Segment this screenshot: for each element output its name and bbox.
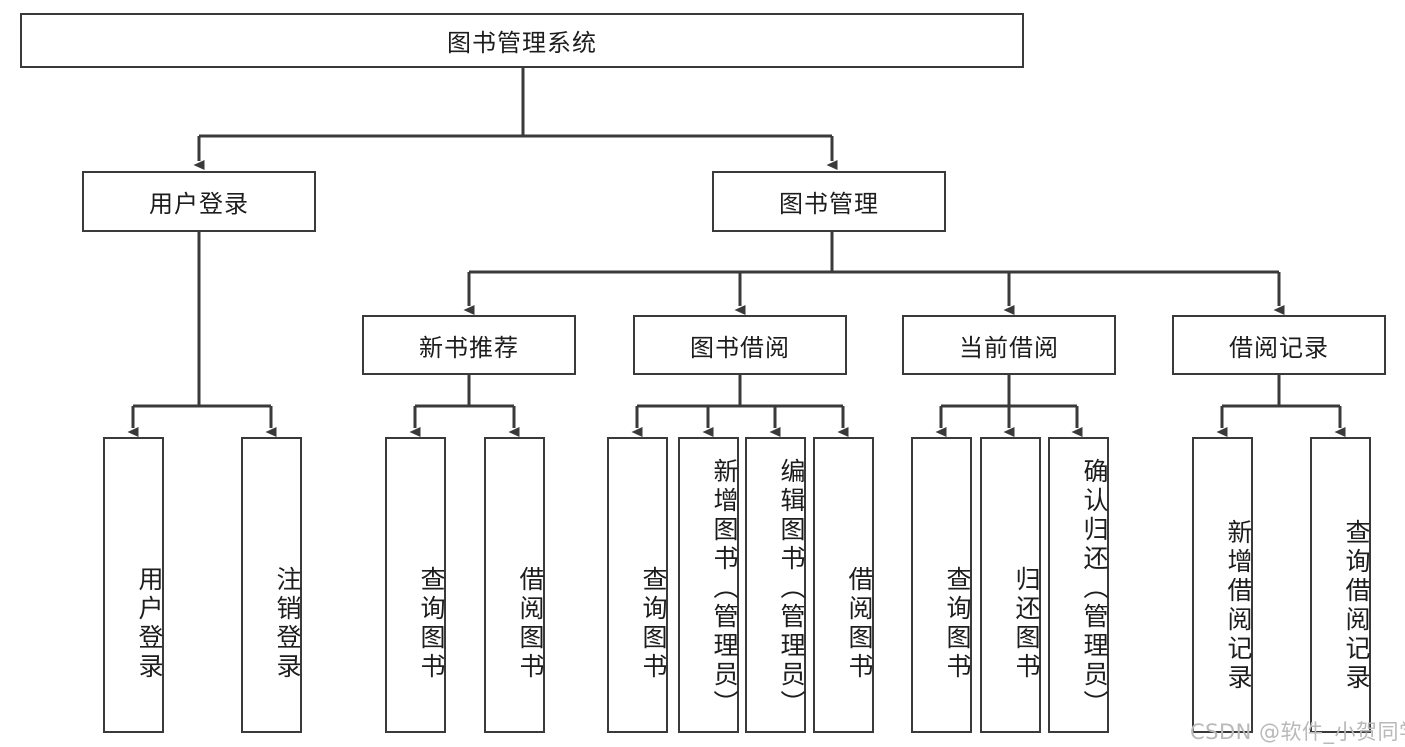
- leaf-confirm-return-admin[interactable]: 确认归还（管理员）: [1048, 437, 1109, 733]
- node-label: 借阅图书: [516, 566, 545, 682]
- node-label: 借阅图书: [845, 566, 874, 682]
- leaf-user-logout[interactable]: 注销登录: [241, 437, 302, 733]
- node-book-borrow[interactable]: 图书借阅: [633, 315, 847, 375]
- node-label: 查询图书: [639, 566, 668, 682]
- node-label: 图书管理系统: [447, 29, 597, 57]
- leaf-query-book-borrow[interactable]: 查询图书: [607, 437, 668, 733]
- node-new-book-recommend[interactable]: 新书推荐: [362, 315, 576, 375]
- leaf-user-login[interactable]: 用户登录: [103, 437, 164, 733]
- leaf-borrow-book[interactable]: 借阅图书: [813, 437, 874, 733]
- leaf-query-book-current[interactable]: 查询图书: [911, 437, 972, 733]
- node-label: 注销登录: [273, 566, 302, 682]
- leaf-query-book-recommend[interactable]: 查询图书: [385, 437, 446, 733]
- leaf-add-borrow-record[interactable]: 新增借阅记录: [1192, 437, 1253, 733]
- node-label: 当前借阅: [959, 333, 1059, 362]
- node-label: 新增借阅记录: [1224, 519, 1253, 693]
- node-borrow-record[interactable]: 借阅记录: [1172, 315, 1386, 375]
- leaf-return-book[interactable]: 归还图书: [980, 437, 1041, 733]
- watermark: CSDN @软件_小贺同学: [1190, 720, 1405, 744]
- node-label: 图书借阅: [690, 333, 790, 362]
- node-label: 确认归还（管理员）: [1080, 457, 1109, 719]
- node-book-management[interactable]: 图书管理: [712, 171, 946, 232]
- node-current-borrow[interactable]: 当前借阅: [902, 315, 1116, 375]
- node-label: 查询图书: [417, 566, 446, 682]
- node-label: 归还图书: [1012, 566, 1041, 682]
- node-label: 借阅记录: [1229, 333, 1329, 362]
- node-label: 查询借阅记录: [1342, 519, 1371, 693]
- node-label: 编辑图书（管理员）: [777, 457, 806, 719]
- node-label: 新书推荐: [419, 333, 519, 362]
- node-label: 新增图书（管理员）: [710, 457, 739, 719]
- leaf-query-borrow-record[interactable]: 查询借阅记录: [1310, 437, 1371, 733]
- leaf-borrow-book-recommend[interactable]: 借阅图书: [484, 437, 545, 733]
- node-root-book-management-system[interactable]: 图书管理系统: [20, 13, 1024, 68]
- node-user-login[interactable]: 用户登录: [82, 171, 316, 232]
- leaf-add-book-admin[interactable]: 新增图书（管理员）: [678, 437, 739, 733]
- node-label: 用户登录: [149, 190, 249, 218]
- leaf-edit-book-admin[interactable]: 编辑图书（管理员）: [745, 437, 806, 733]
- node-label: 用户登录: [135, 566, 164, 682]
- node-label: 查询图书: [943, 566, 972, 682]
- node-label: 图书管理: [779, 190, 879, 218]
